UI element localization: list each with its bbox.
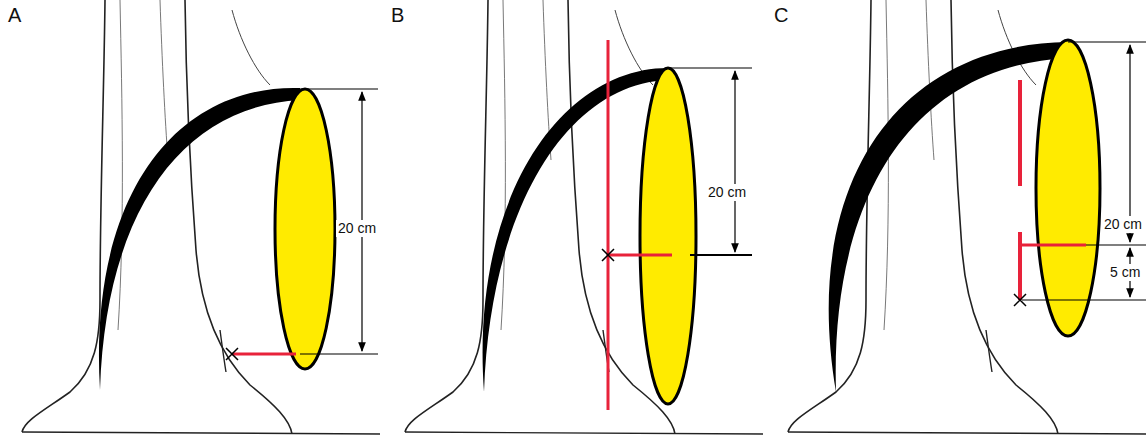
panel-c bbox=[788, 0, 1146, 434]
dimension-label: 20 cm bbox=[1102, 216, 1144, 233]
panel-letter: B bbox=[391, 4, 404, 26]
panel-b bbox=[405, 0, 763, 434]
dimension-label: 5 cm bbox=[1108, 264, 1142, 281]
panel-letter: C bbox=[774, 4, 788, 26]
panel-letter: A bbox=[8, 4, 21, 26]
dimension-label: 20 cm bbox=[336, 220, 378, 237]
dimension-label: 20 cm bbox=[706, 184, 748, 201]
panel-a bbox=[22, 0, 380, 434]
